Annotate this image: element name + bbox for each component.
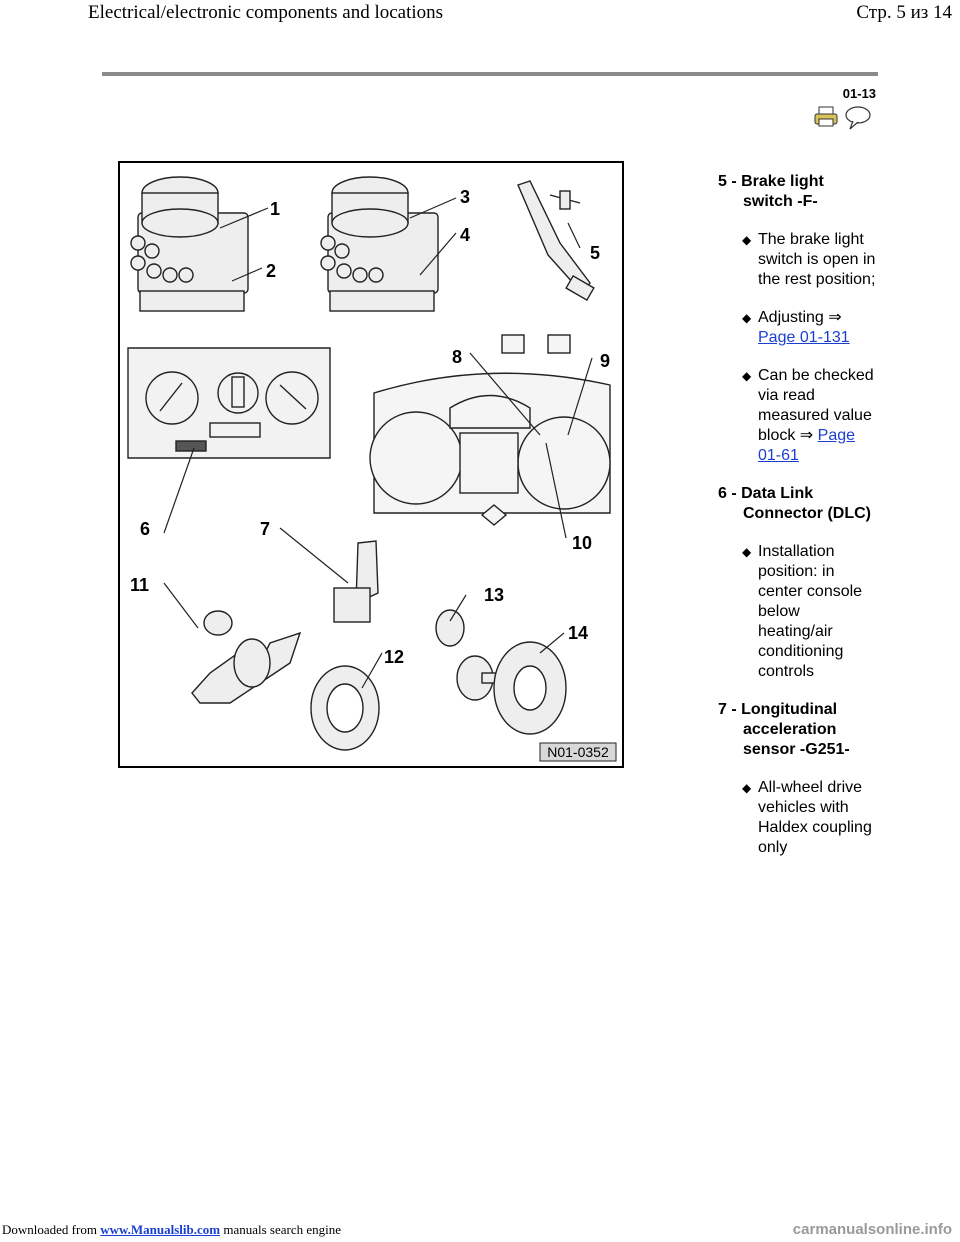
page-number: 01-13	[842, 86, 876, 101]
callout-12: 12	[384, 647, 404, 667]
callout-4: 4	[460, 225, 470, 245]
diamond-bullet-icon: ◆	[742, 545, 752, 559]
callout-5: 5	[590, 243, 600, 263]
diamond-bullet-icon: ◆	[742, 233, 752, 247]
callout-11: 11	[130, 575, 149, 595]
diamond-bullet-icon: ◆	[742, 369, 752, 383]
document-title: Electrical/electronic components and loc…	[88, 2, 444, 23]
callout-14: 14	[568, 623, 588, 643]
heating-controls	[127, 347, 331, 459]
bullet-item: ◆Installation position: in center consol…	[742, 543, 863, 680]
bullet-item: ◆The brake light switch is open in the r…	[742, 231, 876, 288]
component-locations-figure: 1 2 3 4 5 6 7 8 9 10 11 12 13 14 N01-035…	[118, 161, 624, 768]
legend-text-column: 5 - Brake light switch -F- ◆The brake li…	[718, 172, 878, 876]
bullet-item: ◆All-wheel drive vehicles with Haldex co…	[742, 779, 872, 856]
item-title-5: 5 - Brake light switch -F-	[718, 173, 824, 210]
callout-10: 10	[572, 533, 592, 553]
speech-bubble-icon[interactable]	[844, 106, 872, 135]
callout-6: 6	[140, 519, 150, 539]
action-icons	[814, 106, 872, 135]
item-title-6: 6 - Data Link Connector (DLC)	[718, 485, 871, 522]
page-link-01-61[interactable]: Page 01-61	[758, 427, 856, 464]
header-rule	[102, 72, 878, 76]
wheel-hub-right	[493, 641, 567, 735]
download-footer: Downloaded from www.Manualslib.com manua…	[2, 1222, 342, 1237]
components-drawing: 1 2 3 4 5 6 7 8 9 10 11 12 13 14 N01-035…	[127, 176, 617, 762]
bullet-item: ◆Can be checked via read measured value …	[742, 367, 874, 464]
steering-knuckle	[191, 610, 302, 704]
callout-8: 8	[452, 347, 462, 367]
manualslib-link[interactable]: www.Manualslib.com	[100, 1222, 221, 1237]
leader-lines	[163, 197, 593, 689]
callout-13: 13	[484, 585, 504, 605]
callout-1: 1	[270, 199, 280, 219]
abs-unit-left	[130, 176, 249, 312]
printer-icon[interactable]	[814, 106, 838, 135]
callout-9: 9	[600, 351, 610, 371]
callout-3: 3	[460, 187, 470, 207]
wheel-hub-left	[310, 665, 380, 751]
figure-id-box	[539, 742, 617, 762]
acceleration-sensor	[333, 540, 379, 623]
callout-7: 7	[260, 519, 270, 539]
bullet-item: ◆Adjusting ⇒ Page 01-131	[742, 309, 850, 346]
wheel-bearing-hub	[435, 609, 507, 701]
figure-id: N01-0352	[547, 744, 609, 760]
watermark: carmanualsonline.info	[792, 1221, 952, 1238]
page-link-01-131[interactable]: Page 01-131	[758, 329, 850, 346]
brake-pedal	[517, 180, 595, 302]
diamond-bullet-icon: ◆	[742, 311, 752, 325]
abs-unit-right	[320, 176, 439, 312]
item-title-7: 7 - Longitudinal acceleration sensor -G2…	[718, 701, 850, 758]
instrument-cluster	[369, 334, 611, 526]
diamond-bullet-icon: ◆	[742, 781, 752, 795]
callout-2: 2	[266, 261, 276, 281]
page-info: Стр. 5 из 14	[856, 2, 952, 23]
